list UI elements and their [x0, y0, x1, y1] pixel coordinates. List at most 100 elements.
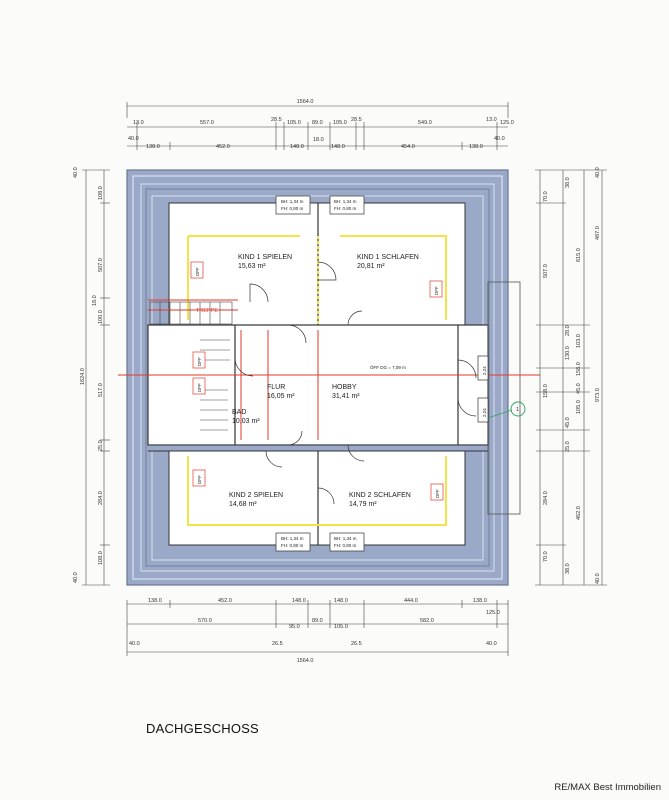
dim-label: 454.0 — [401, 144, 415, 150]
dim-top-row3: 40.0 138.0 452.0 148.0 18.0 148.0 454.0 … — [128, 136, 505, 150]
lower-floor-area — [168, 450, 466, 546]
dim-label: 138.0 — [148, 598, 162, 604]
door-swing — [265, 450, 283, 468]
dim-label: 28.0 — [565, 325, 571, 336]
flue-label: DFF — [197, 357, 202, 366]
dim-label: 125.0 — [486, 610, 500, 616]
window-bh: BH: 1,34 m — [281, 536, 304, 541]
flue-label: DFF — [434, 286, 439, 295]
dim-label: 105.0 — [576, 400, 582, 414]
dim-top-row2: 13.0 557.0 28.5 105.0 89.0 105.0 28.5 54… — [133, 117, 514, 126]
window-right-lower: 2,24 — [477, 397, 489, 423]
window-bh: BH: 1,34 m — [334, 199, 357, 204]
section-marker-icon — [510, 401, 526, 417]
room-kind1-spielen-name: KIND 1 SPIELEN — [238, 254, 292, 261]
window-fh: FH: 0,80 m — [281, 543, 304, 548]
dim-label: 13.0 — [133, 120, 144, 126]
room-kind2-spielen-name: KIND 2 SPIELEN — [229, 492, 283, 499]
dim-label: 70.0 — [543, 191, 549, 202]
dim-label: 40.0 — [595, 167, 601, 178]
dim-label: 105.0 — [334, 624, 348, 630]
dim-label: 45.0 — [565, 417, 571, 428]
dim-label: 570.0 — [198, 618, 212, 624]
window-right-upper: 2,24 — [477, 355, 489, 381]
bottom-dimensions — [126, 600, 509, 656]
dim-label: 40.0 — [494, 136, 505, 142]
dim-bottom-labels: 138.0 452.0 148.0 148.0 444.0 138.0 125.… — [129, 598, 500, 647]
dim-label: 148.0 — [331, 144, 345, 150]
dim-label: 284.0 — [543, 491, 549, 505]
dim-label: 130.0 — [565, 346, 571, 360]
dim-label: 284.0 — [98, 491, 104, 505]
dim-label: 148.0 — [292, 598, 306, 604]
dim-label: 158.0 — [543, 384, 549, 398]
room-hobby-name: HOBBY — [332, 384, 357, 391]
dim-label: 40.0 — [595, 573, 601, 584]
dim-label: 95.0 — [289, 624, 300, 630]
dim-label: 549.0 — [418, 120, 432, 126]
section-lines — [118, 299, 540, 440]
roof-edge-line — [145, 188, 490, 567]
roof-edge-line — [140, 183, 495, 572]
dim-label: 18.0 — [92, 295, 98, 306]
flue-label: DFF — [195, 267, 200, 276]
knee-wall-lines — [187, 235, 447, 526]
left-dimensions — [82, 169, 110, 586]
stair — [149, 301, 233, 431]
door-swing — [317, 487, 335, 505]
dim-label: 25.0 — [565, 441, 571, 452]
dim-label: 462.0 — [576, 506, 582, 520]
roof-band — [148, 445, 488, 451]
door-swing — [317, 261, 337, 281]
room-kind2-spielen-area: 14,68 m² — [229, 501, 257, 508]
dim-label: 38.0 — [565, 177, 571, 188]
dim-label: 40.0 — [486, 641, 497, 647]
window-top-right: BH: 1,34 m FH: 0,80 m — [329, 195, 365, 215]
flue-boxes: DFF DFF DFF DFF DFF DFF — [190, 261, 444, 501]
dim-label: 148.0 — [290, 144, 304, 150]
dim-label: 582.0 — [420, 618, 434, 624]
window-top-left: BH: 1,34 m FH: 0,80 m — [275, 195, 311, 215]
dim-label: 38.0 — [565, 563, 571, 574]
dim-label: 444.0 — [404, 598, 418, 604]
dim-label: 105.0 — [333, 120, 347, 126]
window-fh: FH: 0,80 m — [281, 206, 304, 211]
dim-label: 28.5 — [351, 117, 362, 123]
dim-bottom-total: 1564.0 — [297, 658, 314, 664]
window-fh: FH: 0,80 m — [334, 206, 357, 211]
dim-label: 26.5 — [351, 641, 362, 647]
dim-left-labels: 40.0 108.0 507.0 18.0 100.0 1624.0 517.0… — [73, 167, 104, 583]
room-kind2-schlafen-area: 14,79 m² — [349, 501, 377, 508]
room-kind2-schlafen-name: KIND 2 SCHLAFEN — [349, 492, 411, 499]
dim-label: 40.0 — [129, 641, 140, 647]
dim-label: 557.0 — [200, 120, 214, 126]
dim-label: 138.0 — [473, 598, 487, 604]
dim-label: 148.0 — [334, 598, 348, 604]
dim-label: 138.0 — [469, 144, 483, 150]
door-swing — [457, 397, 477, 417]
flue-label: DFF — [435, 489, 440, 498]
room-kind1-spielen-area: 15,63 m² — [238, 263, 266, 270]
door-swing — [457, 359, 477, 379]
door-swing — [287, 430, 303, 446]
room-bad-area: 10,03 m² — [232, 418, 260, 425]
flue-label: DFF — [197, 475, 202, 484]
dim-label: 1624.0 — [80, 368, 86, 385]
window-bottom-right: BH: 1,34 m FH: 0,80 m — [329, 532, 365, 552]
window-bh: BH: 1,34 m — [281, 199, 304, 204]
dim-label: 507.0 — [543, 264, 549, 278]
door-swing — [347, 310, 363, 326]
plan-title: DACHGESCHOSS — [146, 721, 259, 736]
room-bad-name: BAD — [232, 409, 246, 416]
dim-label: 125.0 — [500, 120, 514, 126]
room-kind1-schlafen-area: 20,81 m² — [357, 263, 385, 270]
right-dimensions — [535, 169, 607, 586]
dim-top-total: 1564.0 — [297, 99, 314, 105]
dim-label: 487.0 — [595, 226, 601, 240]
dim-label: 40.0 — [73, 167, 79, 178]
dim-label: 103.0 — [576, 334, 582, 348]
door-swing — [287, 324, 307, 344]
roof-edge-line — [132, 175, 503, 580]
dim-label: 105.0 — [287, 120, 301, 126]
